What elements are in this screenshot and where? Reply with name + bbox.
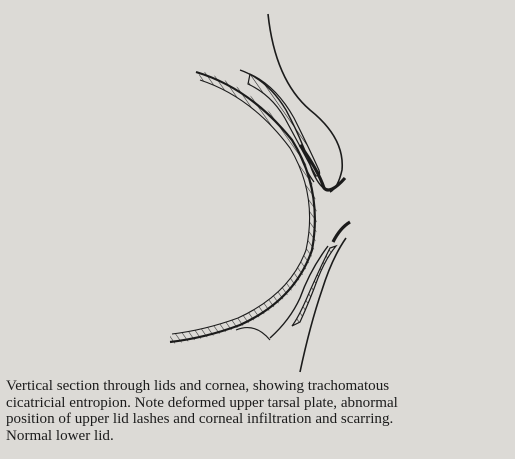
caption-line: cicatricial entropion. Note deformed upp… bbox=[6, 395, 512, 412]
caption-line: Normal lower lid. bbox=[6, 428, 512, 445]
caption-line: Vertical section through lids and cornea… bbox=[6, 378, 512, 395]
cornea-section bbox=[170, 70, 317, 344]
lower-lid bbox=[236, 222, 350, 372]
figure-caption: Vertical section through lids and cornea… bbox=[6, 378, 512, 444]
caption-line: position of upper lid lashes and corneal… bbox=[6, 411, 512, 428]
eyelid-section-illustration bbox=[0, 0, 515, 380]
